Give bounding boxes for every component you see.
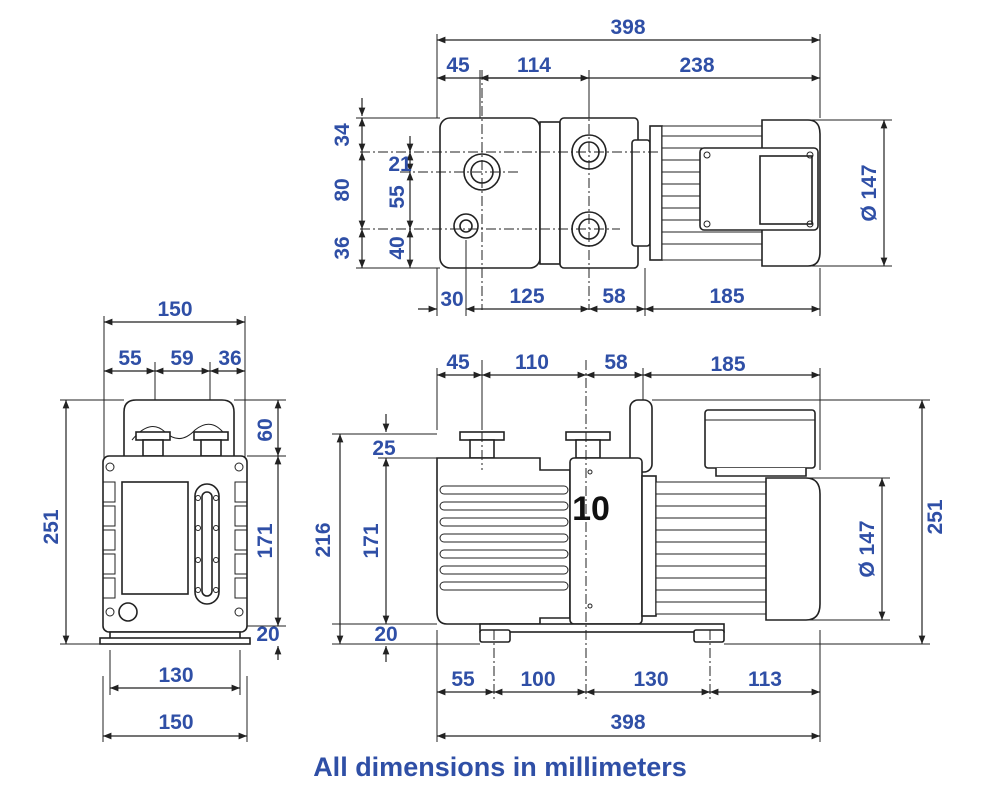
top-view: 398 45 114 238 34 80 36 21 55 40 30 125 …: [331, 16, 892, 316]
side-left-20: 20: [374, 623, 397, 646]
side-left-171: 171: [360, 523, 383, 558]
side-pump-fins: [439, 485, 569, 591]
side-left-25: 25: [372, 437, 396, 460]
top-overall-length: 398: [610, 16, 645, 39]
top-seg-a: 45: [446, 54, 470, 77]
side-view: 10: [312, 351, 947, 742]
top-bot-58: 58: [602, 285, 626, 308]
top-seg-b: 114: [517, 54, 551, 77]
side-left-216: 216: [312, 522, 335, 557]
end-seg-36: 36: [218, 347, 241, 370]
side-bot-113: 113: [748, 668, 782, 691]
side-height-251: 251: [924, 499, 947, 534]
side-seg-45: 45: [446, 351, 470, 374]
pump-model-label: 10: [572, 490, 610, 528]
top-left-36: 36: [331, 236, 354, 259]
side-bot-55: 55: [451, 668, 475, 691]
top-left-34: 34: [331, 123, 354, 147]
end-right-171: 171: [254, 523, 277, 558]
top-bot-30: 30: [440, 288, 463, 311]
side-seg-185: 185: [710, 353, 745, 376]
end-base-130: 130: [158, 664, 193, 687]
end-drain-plug: [118, 602, 138, 622]
end-height-251: 251: [40, 509, 63, 544]
side-seg-110: 110: [515, 351, 549, 374]
end-panel: [121, 481, 189, 595]
end-base-150: 150: [158, 711, 193, 734]
side-motor-fins: [655, 481, 769, 615]
top-knob: [453, 213, 479, 239]
side-bot-130: 130: [633, 668, 668, 691]
top-motor-diameter: Ø 147: [858, 164, 881, 221]
side-bot-100: 100: [520, 668, 555, 691]
end-fins: [102, 481, 248, 599]
end-seg-59: 59: [170, 347, 193, 370]
end-width-top: 150: [157, 298, 192, 321]
end-view: 150 55 59 36 251 60 171 20 130 150: [40, 298, 286, 742]
top-inner-55: 55: [386, 185, 409, 209]
top-seg-c: 238: [679, 54, 714, 77]
top-inner-40: 40: [386, 236, 409, 259]
top-inner-21: 21: [388, 153, 412, 176]
end-oil-sight-glass: [194, 483, 220, 605]
top-bot-125: 125: [509, 285, 544, 308]
units-note: All dimensions in millimeters: [313, 752, 687, 782]
side-overall-length: 398: [610, 711, 645, 734]
top-bot-185: 185: [709, 285, 744, 308]
top-left-80: 80: [331, 178, 354, 201]
end-right-60: 60: [254, 418, 277, 441]
side-motor-diameter: Ø 147: [856, 520, 879, 577]
side-seg-58: 58: [604, 351, 628, 374]
side-terminal-box: [704, 409, 816, 469]
end-seg-55: 55: [118, 347, 142, 370]
end-right-20: 20: [256, 623, 279, 646]
